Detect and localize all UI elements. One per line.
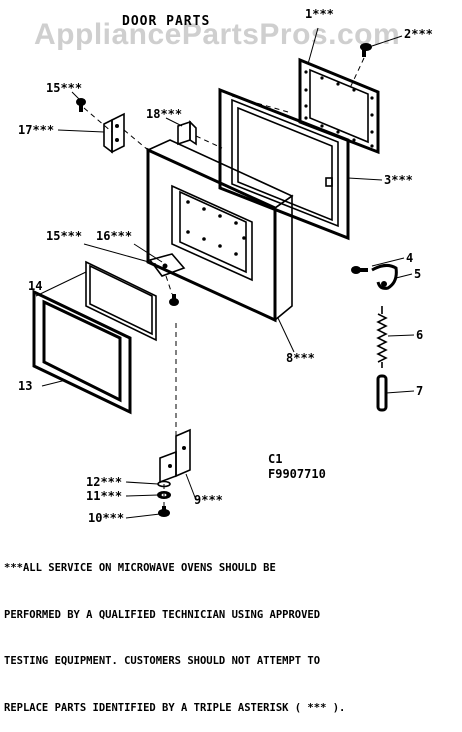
part-14-window-glass (85, 260, 157, 342)
exploded-parts-diagram: 1*** 2*** 3*** 4 5 6 7 8*** 9*** 10*** 1… (18, 7, 433, 525)
label-part-9: 9*** (194, 493, 223, 507)
label-part-1: 1*** (305, 7, 334, 21)
part-18-bracket (177, 120, 197, 146)
label-part-7: 7 (416, 384, 423, 398)
label-part-17: 17*** (18, 123, 54, 137)
service-notice: ***ALL SERVICE ON MICROWAVE OVENS SHOULD… (4, 530, 458, 732)
notice-line: ***ALL SERVICE ON MICROWAVE OVENS SHOULD… (4, 562, 276, 574)
part-9-lower-hinge (159, 428, 191, 484)
notice-line: TESTING EQUIPMENT. CUSTOMERS SHOULD NOT … (4, 655, 321, 667)
part-7-rod (376, 374, 388, 412)
part-2-screw (360, 43, 372, 57)
part-10-screw (158, 506, 170, 517)
part-17-hinge-bracket (103, 112, 125, 154)
label-part-15-top: 15*** (46, 81, 82, 95)
part-15-screw-lower (169, 294, 179, 306)
watermark: AppliancePartsPros.com (34, 18, 401, 51)
label-part-15-lower: 15*** (46, 229, 82, 243)
label-part-14: 14 (28, 279, 42, 293)
part-4-pin (351, 266, 368, 274)
reference-code-line1: C1 (268, 452, 283, 466)
part-1-choke-plate (298, 57, 380, 155)
notice-line: PERFORMED BY A QUALIFIED TECHNICIAN USIN… (4, 608, 321, 621)
part-labels: 1*** 2*** 3*** 4 5 6 7 8*** 9*** 10*** 1… (18, 7, 433, 525)
label-part-16: 16*** (96, 229, 132, 243)
part-15-screw-top (76, 98, 86, 112)
label-part-6: 6 (416, 328, 423, 342)
part-16-latch-bracket (148, 253, 186, 277)
part-3-door-frame (218, 87, 350, 241)
notice-line: REPLACE PARTS IDENTIFIED BY A TRIPLE AST… (4, 701, 346, 714)
label-part-10: 10*** (88, 511, 124, 525)
label-part-4: 4 (406, 251, 413, 265)
label-part-5: 5 (414, 267, 421, 281)
label-part-13: 13 (18, 379, 32, 393)
part-13-inner-frame (32, 289, 132, 415)
label-part-12: 12*** (86, 475, 122, 489)
diagram-title: DOOR PARTS (122, 14, 211, 29)
label-part-3: 3*** (384, 173, 413, 187)
label-part-11: 11*** (86, 489, 122, 503)
part-8-door-panel (146, 139, 294, 323)
assembly-lines (83, 57, 365, 506)
label-part-2: 2*** (404, 27, 433, 41)
part-5-latch-hook (371, 263, 398, 290)
part-6-spring (376, 306, 388, 368)
leader-lines (35, 27, 415, 519)
reference-code-line2: F9907710 (268, 467, 326, 481)
label-part-18: 18*** (146, 107, 182, 121)
label-part-8: 8*** (286, 351, 315, 365)
